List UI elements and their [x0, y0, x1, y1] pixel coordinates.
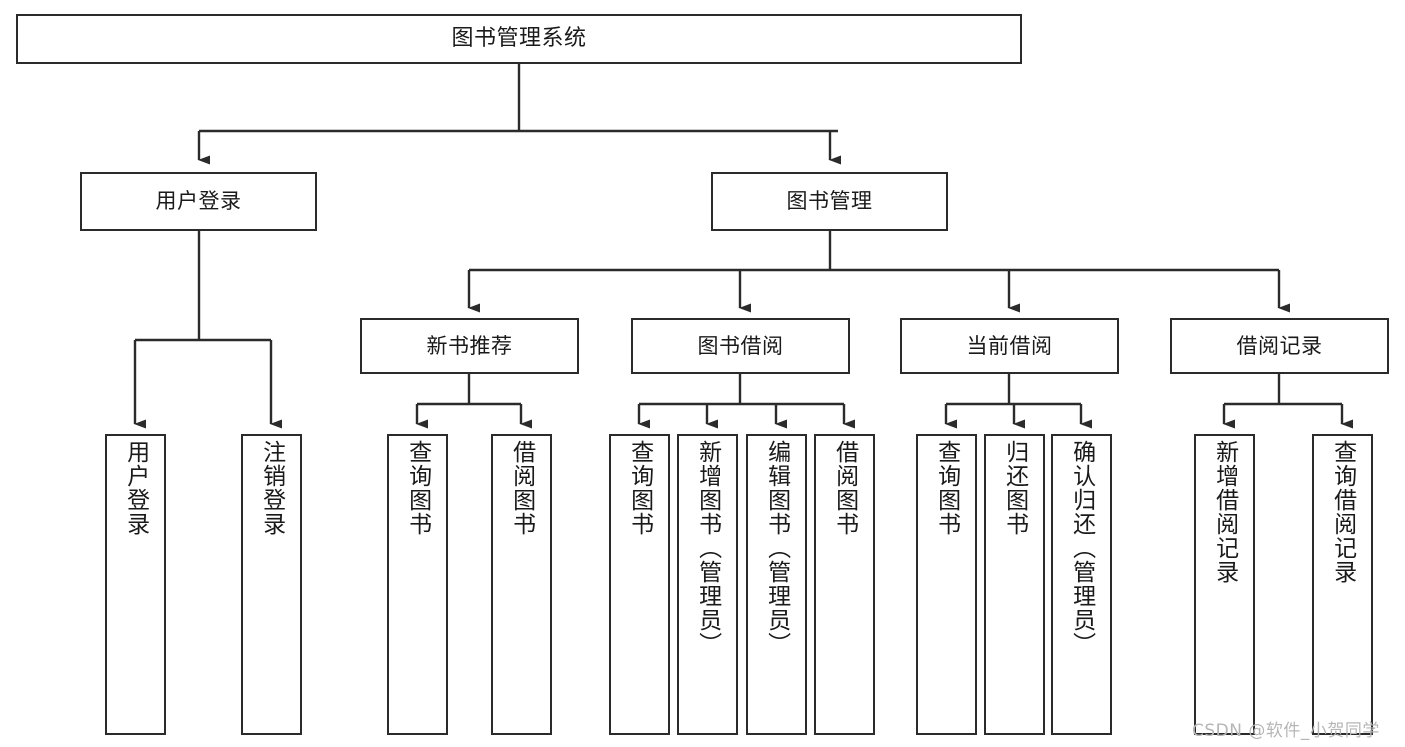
node-root-label: 图书管理系统 [451, 26, 587, 52]
node-leaf-user-login-login[interactable]: 用户登录 [105, 434, 166, 735]
node-user-login[interactable]: 用户登录 [80, 172, 317, 231]
node-leaf-label: 新增借阅记录 [1211, 440, 1238, 584]
node-leaf-label: 借阅图书 [508, 440, 535, 536]
node-leaf-book-borrow-edit[interactable]: 编辑图书（管理员） [746, 434, 807, 735]
node-leaf-label: 编辑图书（管理员） [763, 440, 790, 656]
node-leaf-label: 查询借阅记录 [1329, 440, 1356, 584]
node-current-borrow[interactable]: 当前借阅 [900, 318, 1119, 374]
node-root-book-management-system[interactable]: 图书管理系统 [16, 14, 1022, 64]
node-leaf-new-book-query[interactable]: 查询图书 [387, 434, 448, 735]
node-leaf-current-borrow-return[interactable]: 归还图书 [984, 434, 1045, 735]
node-leaf-label: 查询图书 [404, 440, 431, 536]
node-leaf-label: 归还图书 [1001, 440, 1028, 536]
node-new-book-recommend-label: 新书推荐 [426, 333, 513, 358]
node-book-borrow[interactable]: 图书借阅 [631, 318, 850, 374]
node-leaf-user-login-logout[interactable]: 注销登录 [241, 434, 302, 735]
node-leaf-book-borrow-query[interactable]: 查询图书 [609, 434, 670, 735]
node-leaf-label: 确认归还（管理员） [1068, 440, 1095, 656]
node-leaf-book-borrow-borrow[interactable]: 借阅图书 [814, 434, 875, 735]
node-leaf-borrow-record-query[interactable]: 查询借阅记录 [1312, 434, 1373, 735]
node-leaf-label: 新增图书（管理员） [694, 440, 721, 656]
node-leaf-book-borrow-add[interactable]: 新增图书（管理员） [677, 434, 738, 735]
node-leaf-label: 查询图书 [933, 440, 960, 536]
node-book-management[interactable]: 图书管理 [711, 172, 948, 231]
node-borrow-record[interactable]: 借阅记录 [1170, 318, 1389, 374]
node-book-borrow-label: 图书借阅 [697, 333, 784, 358]
node-book-management-label: 图书管理 [786, 189, 873, 214]
node-leaf-current-borrow-query[interactable]: 查询图书 [916, 434, 977, 735]
node-new-book-recommend[interactable]: 新书推荐 [360, 318, 579, 374]
node-leaf-label: 注销登录 [258, 440, 285, 536]
node-leaf-label: 查询图书 [626, 440, 653, 536]
node-current-borrow-label: 当前借阅 [966, 333, 1053, 358]
node-leaf-label: 用户登录 [122, 440, 149, 536]
node-leaf-borrow-record-add[interactable]: 新增借阅记录 [1194, 434, 1255, 735]
node-user-login-label: 用户登录 [155, 189, 242, 214]
node-leaf-current-borrow-confirm-return[interactable]: 确认归还（管理员） [1051, 434, 1112, 735]
node-leaf-new-book-borrow[interactable]: 借阅图书 [491, 434, 552, 735]
node-borrow-record-label: 借阅记录 [1236, 333, 1323, 358]
node-leaf-label: 借阅图书 [831, 440, 858, 536]
